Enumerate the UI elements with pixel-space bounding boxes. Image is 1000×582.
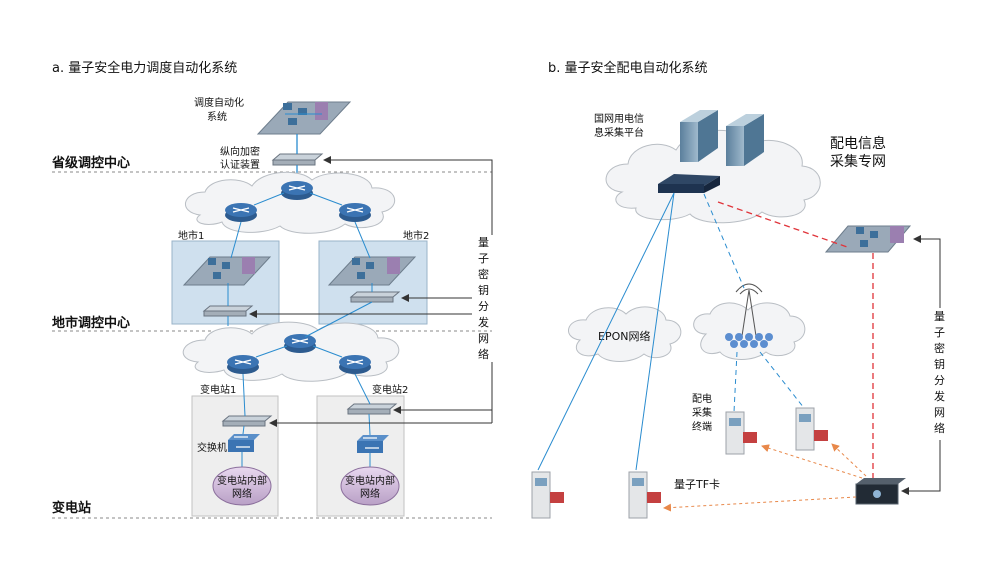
crypto-device-label-1: 纵向加密 — [220, 145, 260, 158]
svg-text:子: 子 — [478, 252, 489, 265]
svg-text:发: 发 — [478, 315, 489, 329]
internal-network-1-line1: 变电站内部 — [217, 474, 267, 487]
wireless-cloud — [693, 302, 806, 360]
city1-system-icon — [182, 256, 272, 286]
router-province-left-icon — [225, 203, 257, 222]
svg-text:量: 量 — [934, 310, 945, 323]
svg-text:网: 网 — [478, 332, 489, 345]
server-left-icon — [680, 110, 718, 162]
tf-card-writer-icon — [855, 478, 906, 505]
svg-text:发: 发 — [934, 389, 945, 403]
panel-a-qkd-label: 量 子 密 钥 分 发 网 络 — [478, 236, 489, 361]
qkd-to-province-arrow — [323, 156, 493, 235]
qkd-b-to-card-writer-arrow — [901, 440, 941, 495]
panel-b-qkd-label: 量 子 密 钥 分 发 网 络 — [934, 310, 945, 435]
city1-crypto-device-icon — [202, 305, 254, 317]
svg-text:钥: 钥 — [934, 357, 945, 371]
dispatch-system-label-2: 系统 — [207, 110, 227, 123]
svg-text:密: 密 — [934, 341, 945, 355]
card-to-terminal-1 — [761, 444, 863, 479]
epon-label: EPON网络 — [598, 329, 650, 343]
level-city-label: 地市调控中心 — [52, 315, 130, 331]
svg-text:子: 子 — [934, 326, 945, 339]
terminal-label-3: 终端 — [692, 420, 712, 433]
tf-card-label: 量子TF卡 — [674, 478, 720, 491]
substation2-label: 变电站2 — [372, 383, 408, 396]
svg-text:密: 密 — [478, 267, 489, 281]
olt-device-icon — [658, 174, 720, 193]
terminal-label-1: 配电 — [692, 392, 712, 405]
substation2-switch-icon — [357, 435, 389, 453]
red-link-platform — [717, 201, 851, 249]
cell-tower-icon — [725, 283, 773, 348]
city1-label: 地市1 — [178, 229, 204, 242]
private-network-label-1: 配电信息 — [830, 135, 886, 152]
router-city-left-icon — [227, 355, 259, 374]
terminal-epon-1-icon — [531, 471, 564, 519]
platform-label-1: 国网用电信 — [594, 112, 644, 125]
internal-network-2-line1: 变电站内部 — [345, 474, 395, 487]
platform-label-2: 息采集平台 — [594, 126, 644, 139]
city2-system-icon — [327, 256, 417, 286]
substation1-switch-icon — [228, 434, 260, 452]
router-city-right-icon — [339, 355, 371, 374]
svg-text:络: 络 — [478, 347, 489, 361]
svg-text:量: 量 — [478, 236, 489, 249]
card-to-terminal-2 — [831, 443, 867, 477]
card-to-terminal-3 — [663, 496, 857, 512]
dispatch-system-icon — [256, 101, 352, 135]
switch-label: 交换机 — [197, 441, 227, 454]
svg-text:钥: 钥 — [478, 283, 489, 297]
terminal-label-2: 采集 — [692, 406, 712, 419]
svg-text:络: 络 — [934, 421, 945, 435]
internal-network-2-line2: 网络 — [360, 487, 380, 500]
level-province-label: 省级调控中心 — [51, 155, 130, 171]
terminal-epon-2-icon — [628, 471, 661, 519]
city2-label: 地市2 — [403, 229, 429, 242]
substation1-internal-network — [212, 466, 272, 506]
province-crypto-device-icon — [271, 153, 324, 166]
private-network-label-2: 采集专网 — [830, 153, 886, 170]
router-city-top-icon — [284, 334, 316, 353]
substation1-crypto-device-icon — [221, 415, 273, 427]
svg-text:网: 网 — [934, 406, 945, 419]
qkd-b-to-station-arrow — [913, 235, 941, 308]
province-backbone-cloud — [184, 171, 396, 234]
operations-station-icon — [824, 225, 912, 253]
substation2-crypto-device-icon — [346, 403, 398, 415]
svg-text:分: 分 — [478, 300, 489, 313]
city2-crypto-device-icon — [349, 291, 401, 303]
terminal-wireless-1-icon — [725, 411, 757, 455]
panel-a-title: a. 量子安全电力调度自动化系统 — [52, 60, 237, 76]
substation2-internal-network — [340, 466, 400, 506]
internal-network-1-line2: 网络 — [232, 487, 252, 500]
substation1-label: 变电站1 — [200, 383, 236, 396]
svg-text:分: 分 — [934, 374, 945, 387]
dispatch-system-label-1: 调度自动化 — [194, 96, 244, 109]
server-right-icon — [726, 114, 764, 166]
level-substation-label: 变电站 — [52, 500, 91, 516]
router-province-right-icon — [339, 203, 371, 222]
router-province-top-icon — [281, 181, 313, 200]
panel-b-title: b. 量子安全配电自动化系统 — [548, 60, 708, 76]
crypto-device-label-2: 认证装置 — [220, 158, 260, 171]
terminal-wireless-2-icon — [795, 407, 828, 451]
